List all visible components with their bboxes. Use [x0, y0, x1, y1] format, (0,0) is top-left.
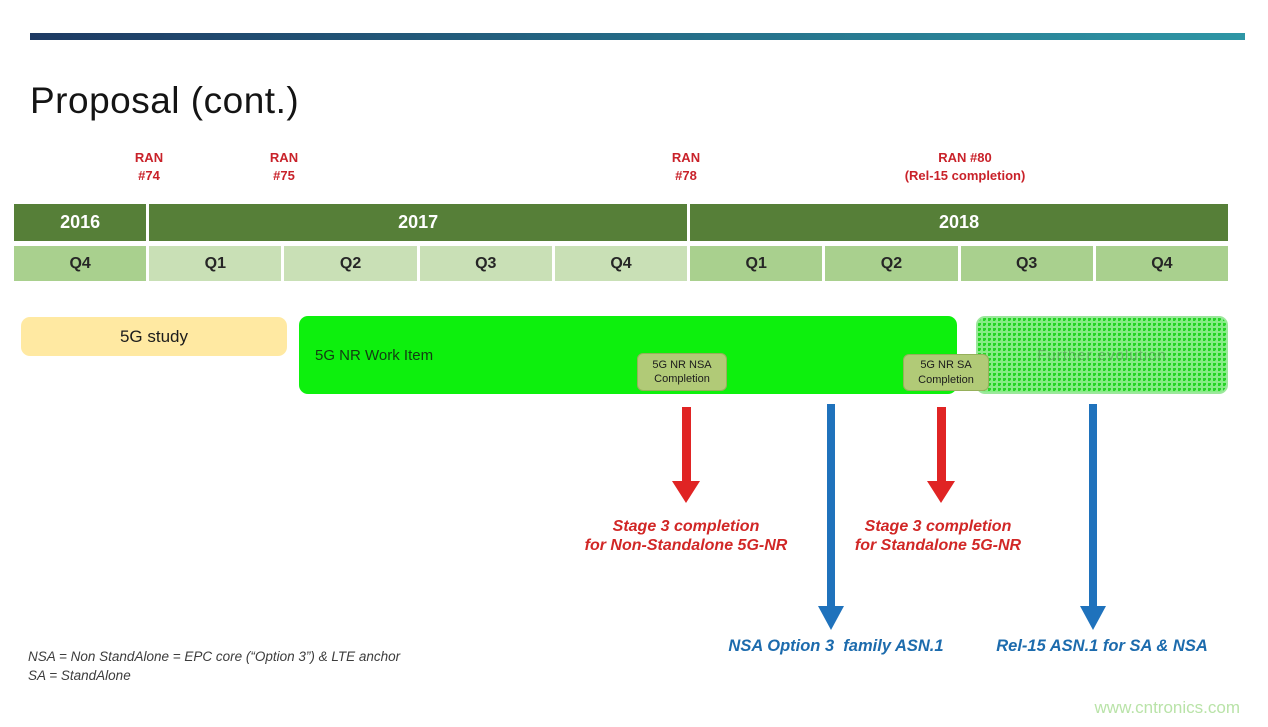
- blue-arrow-shaft: [827, 404, 835, 606]
- stage3-sa-note: Stage 3 completion for Standalone 5G-NR: [808, 517, 1068, 555]
- stage3-nsa-note: Stage 3 completion for Non-Standalone 5G…: [556, 517, 816, 555]
- ran-80-label: RAN #80 (Rel-15 completion): [905, 149, 1026, 184]
- sa-completion-line1: 5G NR SA: [920, 359, 972, 372]
- ran-80-line2: (Rel-15 completion): [904, 167, 1026, 183]
- red-arrow-head: [927, 481, 955, 503]
- ran-74-label: RAN #74: [135, 149, 163, 184]
- ran-75-label: RAN #75: [270, 149, 298, 184]
- red-arrow-shaft: [936, 407, 946, 481]
- further-evolution-bar: Further evolution: [976, 316, 1228, 394]
- sa-completion-line2: Completion: [918, 373, 974, 386]
- year-cell-2016: 2016: [14, 204, 147, 241]
- study-phase-label: 5G study: [119, 326, 189, 346]
- red-arrow-shaft: [681, 407, 691, 481]
- year-cell-2017: 2017: [149, 204, 688, 241]
- ran-80-line1: RAN #80: [938, 150, 992, 165]
- blue-down-arrow-rel15-asn1-icon: [1080, 404, 1106, 630]
- footnote-nsa: NSA = Non StandAlone = EPC core (“Option…: [28, 649, 401, 664]
- blue-arrow-head: [818, 606, 844, 630]
- timeline-quarter-row: Q4 Q1 Q2 Q3 Q4 Q1 Q2 Q3 Q4: [14, 246, 1228, 281]
- quarter-cell-2016-q4: Q4: [14, 246, 147, 281]
- ran-74-line2: #74: [138, 167, 160, 183]
- stage3-nsa-line2: for Non-Standalone 5G-NR: [584, 537, 788, 555]
- nsa-asn1-note: NSA Option 3 family ASN.1: [728, 637, 944, 655]
- further-evolution-label: Further evolution: [1037, 346, 1167, 364]
- quarter-cell-2017-q2: Q2: [284, 246, 417, 281]
- red-down-arrow-sa-icon: [927, 407, 955, 503]
- quarter-cell-2017-q3: Q3: [419, 246, 552, 281]
- timeline-year-row: 2016 2017 2018: [14, 204, 1228, 241]
- watermark-text: www.cntronics.com: [1094, 698, 1240, 717]
- page-title: Proposal (cont.): [30, 80, 300, 121]
- stage3-sa-line1: Stage 3 completion: [864, 518, 1012, 535]
- blue-arrow-head: [1080, 606, 1106, 630]
- accent-divider-bar: [30, 33, 1245, 40]
- quarter-cell-2017-q4: Q4: [554, 246, 688, 281]
- nsa-completion-line1: 5G NR NSA: [652, 358, 712, 371]
- work-item-label: 5G NR Work Item: [315, 346, 434, 364]
- ran-75-line2: #75: [273, 167, 295, 183]
- stage3-nsa-line1: Stage 3 completion: [612, 518, 760, 535]
- quarter-cell-2018-q4: Q4: [1095, 246, 1228, 281]
- year-cell-2018: 2018: [690, 204, 1228, 241]
- footnote-block: NSA = Non StandAlone = EPC core (“Option…: [28, 648, 400, 685]
- rel15-asn1-note: Rel-15 ASN.1 for SA & NSA: [996, 637, 1208, 655]
- quarter-cell-2018-q1: Q1: [690, 246, 823, 281]
- quarter-cell-2017-q1: Q1: [149, 246, 282, 281]
- quarter-cell-2018-q2: Q2: [825, 246, 958, 281]
- stage3-sa-line2: for Standalone 5G-NR: [854, 537, 1022, 555]
- red-arrow-head: [672, 481, 700, 503]
- ran-74-line1: RAN: [134, 150, 164, 165]
- study-phase-bar: 5G study: [21, 317, 287, 356]
- red-down-arrow-nsa-icon: [672, 407, 700, 503]
- ran-78-line2: #78: [675, 167, 697, 183]
- nsa-completion-line2: Completion: [654, 373, 710, 385]
- blue-down-arrow-nsa-asn1-icon: [818, 404, 844, 630]
- blue-arrow-shaft: [1089, 404, 1097, 606]
- ran-75-line1: RAN: [269, 150, 299, 165]
- footnote-sa: SA = StandAlone: [28, 667, 131, 683]
- quarter-cell-2018-q3: Q3: [960, 246, 1093, 281]
- nsa-completion-box: 5G NR NSA Completion: [637, 353, 727, 391]
- ran-78-label: RAN #78: [672, 149, 700, 184]
- sa-completion-box: 5G NR SA Completion: [903, 354, 989, 391]
- ran-78-line1: RAN: [671, 150, 701, 165]
- work-item-bar: 5G NR Work Item: [299, 316, 957, 394]
